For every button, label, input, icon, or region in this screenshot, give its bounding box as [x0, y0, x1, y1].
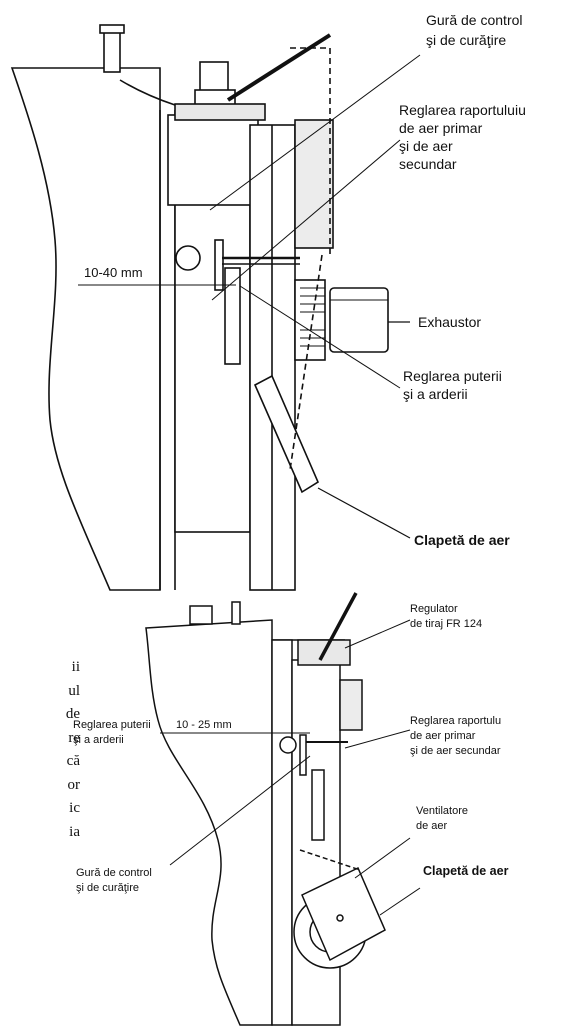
- top-peep-hole: [175, 245, 201, 271]
- top-power-label-1: Reglarea puterii: [403, 368, 502, 384]
- top-gap-label: 10-40 mm: [84, 265, 143, 280]
- bottom-fan-label-1: Ventilatore: [416, 805, 468, 817]
- top-exhaust-grille: [300, 287, 325, 347]
- bottom-draft-label-2: de tiraj FR 124: [410, 618, 482, 630]
- bottom-control-mouth-label-1: Gură de control: [76, 867, 152, 879]
- top-chimney-stub: [103, 29, 121, 73]
- top-exhauster-motor: [329, 287, 389, 353]
- cropped-text-line: ia: [69, 823, 80, 840]
- top-fitting: [199, 61, 229, 93]
- bottom-boiler-diagram: [145, 592, 421, 1026]
- cropped-text-line: ic: [69, 800, 80, 816]
- bottom-draft-label-1: Regulator: [410, 603, 458, 615]
- cropped-text-line: re: [68, 729, 80, 746]
- top-air-box: [294, 119, 334, 249]
- top-air-ratio-label-1: Reglarea raportuluiu: [399, 102, 526, 118]
- bottom-power-gap-label: 10 - 25 mm: [176, 719, 232, 731]
- bottom-power-label-1: Reglarea puterii: [73, 719, 151, 731]
- top-air-flap-label: Clapetă de aer: [414, 532, 510, 548]
- top-air-ratio-label-4: secundar: [399, 156, 457, 172]
- cropped-text-line: ii: [71, 659, 80, 675]
- cropped-text-line: or: [67, 776, 81, 793]
- top-boiler-diagram: [10, 24, 421, 591]
- bottom-fan-label-2: de aer: [416, 820, 448, 832]
- top-boiler-body: [10, 67, 161, 591]
- cropped-text-line: că: [66, 753, 80, 769]
- bottom-peep-hole: [279, 736, 297, 754]
- cropped-text-line: ul: [68, 682, 80, 699]
- top-air-flap: [253, 374, 320, 494]
- top-air-ratio-label-2: de aer primar: [399, 120, 483, 136]
- bottom-control-mouth-label-2: şi de curăţire: [76, 882, 139, 894]
- bottom-boiler-body: [145, 619, 273, 1026]
- bottom-air-ratio-label-2: de aer primar: [410, 730, 476, 742]
- bottom-control-arm: [318, 592, 358, 661]
- top-control-arm: [226, 33, 332, 102]
- bottom-air-flap: [301, 866, 386, 962]
- top-exhaust-label: Exhaustor: [418, 314, 481, 330]
- top-control-mouth-label-2: şi de curăţire: [426, 32, 506, 48]
- cropped-text-line: de: [65, 706, 80, 722]
- bottom-air-flap-label: Clapetă de aer: [423, 864, 509, 878]
- cropped-body-text: ii ul de re că or ic ia: [0, 656, 80, 844]
- bottom-power-label-2: şi a arderii: [73, 734, 124, 746]
- top-power-label-2: şi a arderii: [403, 386, 468, 402]
- top-air-ratio-label-3: şi de aer: [399, 138, 453, 154]
- bottom-air-ratio-label-1: Reglarea raportulu: [410, 715, 501, 727]
- bottom-air-ratio-label-3: şi de aer secundar: [410, 745, 501, 757]
- top-control-mouth-label-1: Gură de control: [426, 12, 523, 28]
